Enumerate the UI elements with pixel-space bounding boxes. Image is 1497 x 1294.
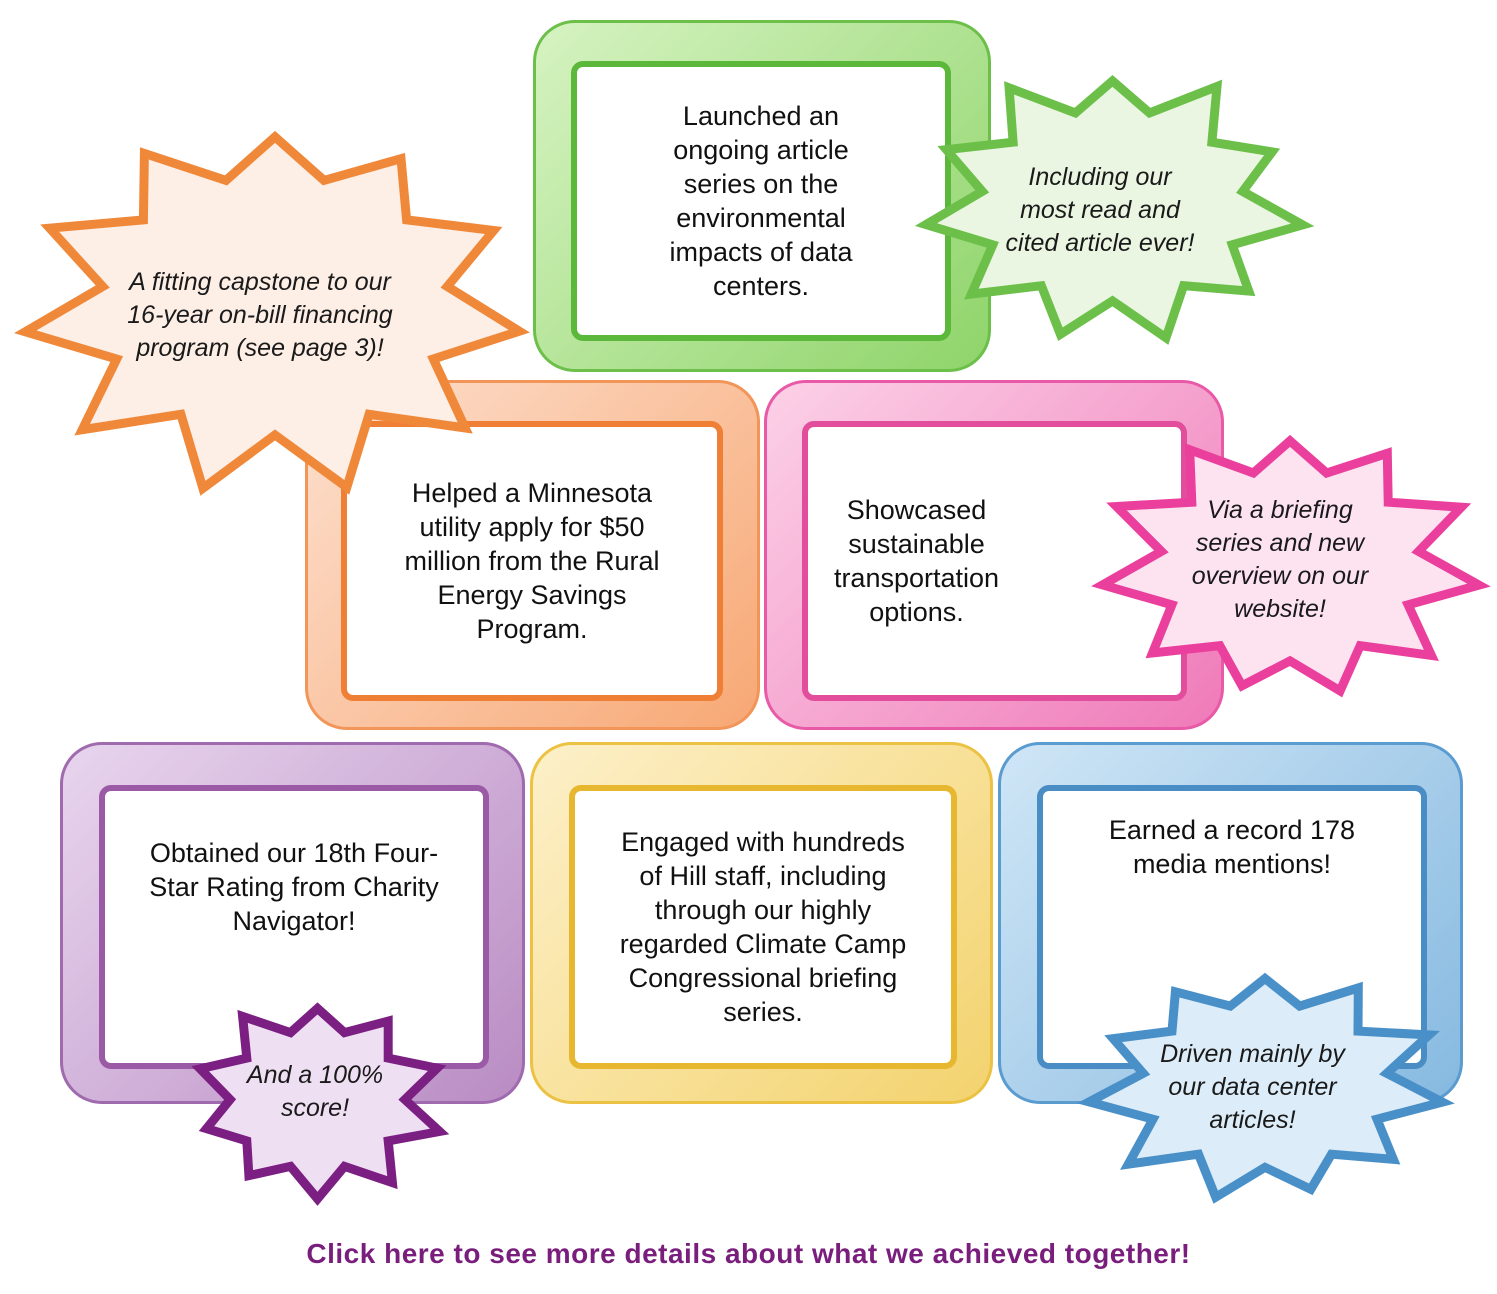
burst-pink-shape xyxy=(1091,434,1491,698)
frame-yellow-text: Engaged with hundreds of Hill staff, inc… xyxy=(619,827,907,1027)
frame-orange: Helped a Minnesota utility apply for $50… xyxy=(305,380,760,730)
frame-orange-text: Helped a Minnesota utility apply for $50… xyxy=(404,478,660,644)
burst-green-text: Including our most read and cited articl… xyxy=(1005,162,1195,257)
burst-green-shape xyxy=(914,74,1315,345)
frame-purple-text: Obtained our 18th Four-Star Rating from … xyxy=(149,838,439,936)
burst-orange: A fitting capstone to our 16-year on-bil… xyxy=(14,110,535,500)
burst-purple-shape xyxy=(191,1002,450,1206)
burst-blue-path xyxy=(1076,972,1455,1204)
burst-pink-path xyxy=(1091,434,1491,698)
frame-yellow: Engaged with hundreds of Hill staff, inc… xyxy=(530,742,993,1104)
frame-pink-text: Showcased sustainable transportation opt… xyxy=(833,495,1000,627)
burst-orange-text: A fitting capstone to our 16-year on-bil… xyxy=(127,267,393,362)
burst-green-path xyxy=(914,74,1315,345)
burst-blue: Driven mainly by our data center article… xyxy=(1076,960,1455,1210)
burst-purple-text: And a 100% score! xyxy=(246,1061,384,1122)
frame-blue-text: Earned a record 178 media mentions! xyxy=(1108,815,1356,879)
frame-green-text: Launched an ongoing article series on th… xyxy=(669,101,853,301)
more-details-link[interactable]: Click here to see more details about wha… xyxy=(306,1238,1191,1269)
burst-pink: Via a briefing series and new overview o… xyxy=(1091,420,1491,710)
burst-pink-text: Via a briefing series and new overview o… xyxy=(1191,496,1369,623)
burst-orange-path xyxy=(14,130,530,496)
burst-purple-path xyxy=(191,1002,450,1206)
burst-blue-text: Driven mainly by our data center article… xyxy=(1160,1040,1345,1134)
burst-blue-shape xyxy=(1076,972,1455,1204)
frame-green: Launched an ongoing article series on th… xyxy=(533,20,991,372)
frame-pink: Showcased sustainable transportation opt… xyxy=(764,380,1224,730)
frame-purple: Obtained our 18th Four-Star Rating from … xyxy=(60,742,525,1104)
burst-green: Including our most read and cited articl… xyxy=(914,60,1315,350)
burst-orange-shape xyxy=(14,130,530,496)
burst-purple: And a 100% score! xyxy=(185,992,450,1207)
